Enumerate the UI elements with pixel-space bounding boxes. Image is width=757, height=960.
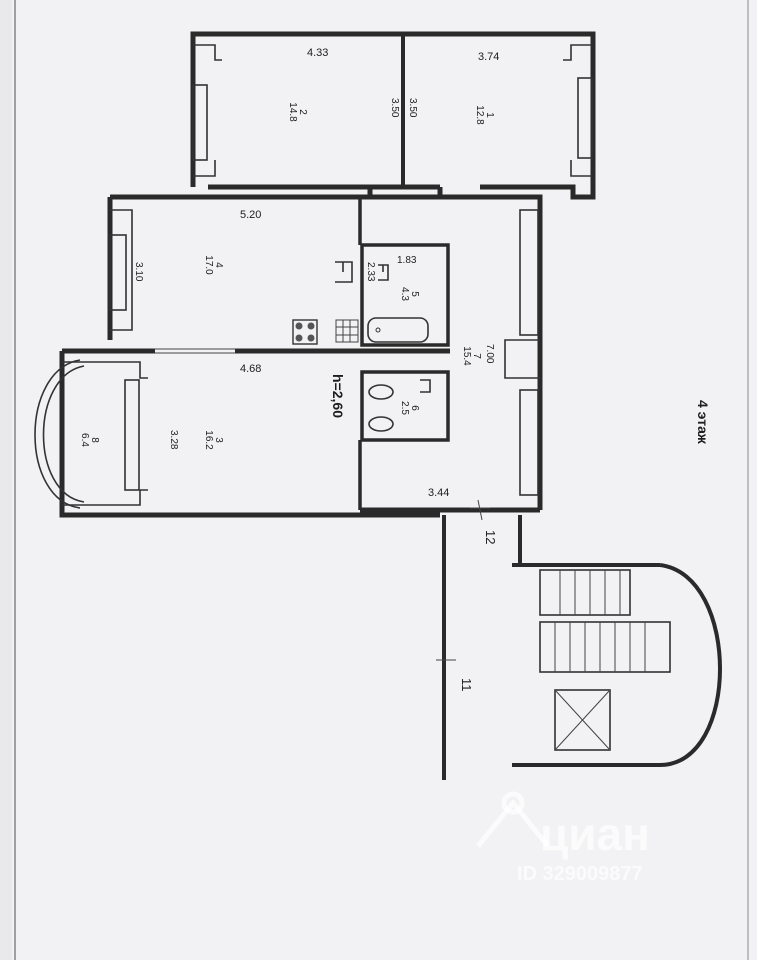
elevator-cross xyxy=(554,689,611,751)
stair-flight-lower xyxy=(539,621,671,673)
watermark-logo-icon xyxy=(501,791,525,815)
room4-area: 17.0 xyxy=(203,255,214,275)
bathroom-box xyxy=(360,243,450,347)
room2-area: 14.8 xyxy=(287,102,298,122)
room3-width: 4.68 xyxy=(240,363,261,375)
stair-steps-lower xyxy=(554,622,646,672)
room8-area: 6.4 xyxy=(79,433,90,447)
window-kitchen xyxy=(109,234,127,311)
floor-label: 4 этаж xyxy=(695,400,711,445)
watermark-brand: циан xyxy=(540,808,650,860)
axis-label-11: 11 xyxy=(459,678,474,692)
pier-kitchen xyxy=(110,209,133,331)
room6-label: 6 xyxy=(409,405,420,411)
window-room3 xyxy=(124,379,140,491)
toilet-2 xyxy=(368,416,394,432)
window-hall-right xyxy=(519,209,539,336)
pier-upper-right xyxy=(563,44,593,177)
room3-label: 3 xyxy=(213,437,224,443)
wall-room3-left xyxy=(59,351,440,518)
room3-length: 3.28 xyxy=(168,430,179,450)
kitchen-fixture xyxy=(335,261,353,283)
stair-round xyxy=(512,563,722,767)
pier-right-mid xyxy=(504,339,540,379)
bathtub-drain xyxy=(375,327,381,333)
room1-area: 12.8 xyxy=(474,105,485,125)
window-hall-right-2 xyxy=(519,389,539,496)
room5-width: 1.83 xyxy=(397,255,417,266)
stair-steps-upper xyxy=(559,570,621,615)
loggia-pier xyxy=(62,361,148,506)
kitchen-sink-grid xyxy=(335,319,359,343)
toilet-1 xyxy=(368,384,394,400)
stove-burner xyxy=(307,334,315,342)
watermark: циан ID 329009877 xyxy=(476,791,650,885)
bathtub xyxy=(367,317,429,343)
pier-upper-left xyxy=(193,44,222,177)
room1-label: 1 xyxy=(484,112,495,118)
loggia-arc-inner xyxy=(42,365,85,503)
kitchen-sink-lines xyxy=(336,320,358,342)
sink-6 xyxy=(420,379,431,393)
wall-upper-block xyxy=(190,31,596,200)
room2-label: 2 xyxy=(297,109,308,115)
room5-area: 4.3 xyxy=(399,287,410,301)
ceiling-height: h=2,60 xyxy=(330,374,346,418)
window-upper-left xyxy=(192,84,208,161)
watermark-pin-icon xyxy=(476,799,550,848)
room7-length: 7.00 xyxy=(484,344,495,364)
room2-width: 4.33 xyxy=(307,47,328,59)
room2-length: 3.50 xyxy=(389,98,400,118)
room3-area: 16.2 xyxy=(203,430,214,450)
loggia-arc xyxy=(34,359,81,509)
wc-box xyxy=(360,370,450,442)
room4-length: 3.10 xyxy=(133,262,144,282)
room5-length: 2.33 xyxy=(365,262,376,282)
room5-label: 5 xyxy=(409,291,420,297)
paper-sheet xyxy=(12,0,757,960)
window-upper-right xyxy=(577,77,593,159)
axis-label-12: 12 xyxy=(483,530,498,544)
elevator-shaft xyxy=(554,689,611,751)
stove xyxy=(292,319,318,345)
stove-burner xyxy=(307,322,315,330)
room7-label: 7 xyxy=(471,353,482,359)
room8-label: 8 xyxy=(89,437,100,443)
axis-tick-12 xyxy=(470,499,490,521)
room7-area: 15.4 xyxy=(461,346,472,366)
room1-width: 3.74 xyxy=(478,51,499,63)
room4-width: 5.20 xyxy=(240,209,261,221)
room6-area: 2.5 xyxy=(399,401,410,415)
watermark-id: ID 329009877 xyxy=(517,863,643,885)
room4-label: 4 xyxy=(213,262,224,268)
stove-burner xyxy=(295,334,303,342)
stair-flight-upper xyxy=(539,569,631,616)
room1-length: 3.50 xyxy=(407,98,418,118)
stove-burner xyxy=(295,322,303,330)
room7-width: 3.44 xyxy=(428,487,449,499)
sink-5 xyxy=(378,264,389,281)
